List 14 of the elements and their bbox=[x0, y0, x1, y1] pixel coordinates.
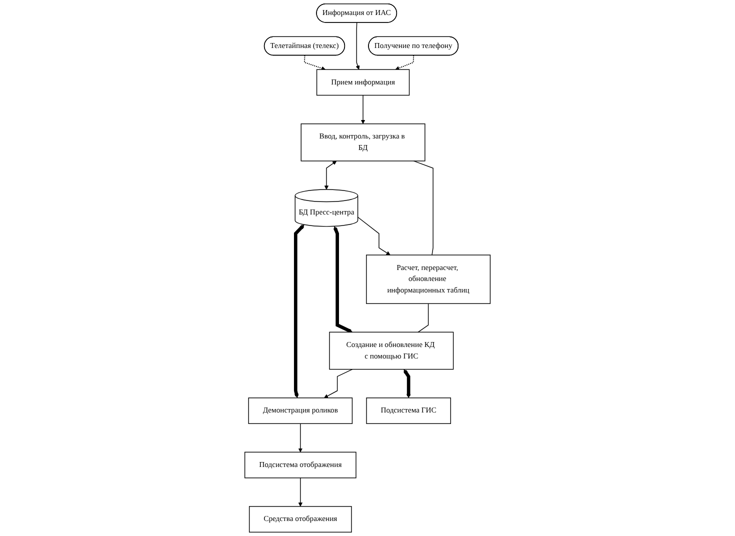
arrow bbox=[298, 423, 302, 452]
arrow bbox=[324, 160, 337, 190]
arrow bbox=[333, 226, 352, 333]
arrow bbox=[356, 22, 360, 70]
arrow bbox=[304, 55, 326, 70]
connector bbox=[413, 160, 434, 256]
connector bbox=[418, 303, 429, 333]
arrow bbox=[357, 216, 390, 256]
arrow bbox=[324, 368, 353, 398]
arrow bbox=[403, 369, 411, 398]
arrow bbox=[360, 94, 366, 124]
arrow bbox=[395, 55, 414, 70]
arrow bbox=[294, 224, 304, 398]
arrow bbox=[298, 478, 302, 507]
